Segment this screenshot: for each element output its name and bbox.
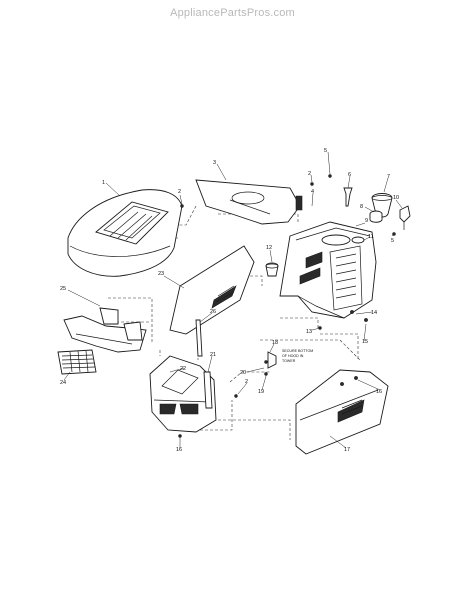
- callout-leader-lines: [63, 151, 403, 449]
- callout-screw-5-top: 5: [324, 148, 327, 154]
- part-dash-panel: [195, 179, 303, 225]
- callout-knob: 8: [360, 204, 363, 210]
- note-line-1: SECURE BOTTOM: [282, 349, 313, 353]
- callout-strip: 26: [210, 309, 216, 315]
- callout-grille: 24: [60, 380, 66, 386]
- callout-connector: 12: [266, 245, 272, 251]
- callout-side-panel-left: 23: [158, 271, 164, 277]
- part-clip-right: [399, 205, 411, 230]
- part-knob-small: [369, 210, 383, 223]
- callout-bracket: 21: [210, 352, 216, 358]
- callout-fastener-15: 15: [362, 339, 368, 345]
- callout-fastener-14: 14: [371, 310, 377, 316]
- callout-screw-4: 4: [311, 189, 314, 195]
- callout-dash-screw: 2: [308, 171, 311, 177]
- callout-dash-panel: 3: [213, 160, 216, 166]
- part-grille: [57, 349, 97, 375]
- part-side-panel-right: [295, 369, 389, 455]
- callout-hood-screw: 2: [178, 189, 181, 195]
- callout-fastener-18: 18: [272, 340, 278, 346]
- site-watermark: AppliancePartsPros.com: [170, 7, 295, 19]
- callout-nose-screw: 2: [245, 379, 248, 385]
- callout-lever: 6: [348, 172, 351, 178]
- callout-fastener-16-bottom: 16: [176, 447, 182, 453]
- callout-front-nose: 22: [180, 366, 186, 372]
- callout-headlight-lens: 25: [60, 286, 66, 292]
- callout-labels: 1 2 3 2 4 5 6 7 8 9 10 5 11 12 23 26 25 …: [60, 148, 399, 453]
- note-line-3: TOWER: [282, 359, 296, 363]
- callout-tower: 11: [368, 234, 374, 240]
- part-side-panel-left: [169, 245, 255, 335]
- callout-clip: 10: [393, 195, 399, 201]
- part-front-nose: [149, 355, 217, 433]
- part-hood: [67, 189, 183, 277]
- part-connector: [265, 262, 279, 277]
- callout-fastener-13: 13: [306, 329, 312, 335]
- part-headlight-lens: [63, 307, 147, 353]
- callout-knob-cup: 7: [387, 174, 390, 180]
- assembly-note: SECURE BOTTOM OF HOOD IN TOWER: [282, 349, 313, 363]
- callout-screw-5-right: 5: [391, 238, 394, 244]
- callout-hood: 1: [102, 180, 105, 186]
- callout-fastener-20: 20: [240, 370, 246, 376]
- callout-knob-base: 9: [365, 218, 368, 224]
- part-tower: [279, 221, 377, 319]
- part-strip: [195, 319, 203, 357]
- callout-fastener-19: 19: [258, 389, 264, 395]
- callout-fastener-16-right: 16: [376, 389, 382, 395]
- callout-side-panel-right: 17: [344, 447, 350, 453]
- part-lever: [343, 187, 353, 207]
- note-line-2: OF HOOD IN: [282, 354, 304, 358]
